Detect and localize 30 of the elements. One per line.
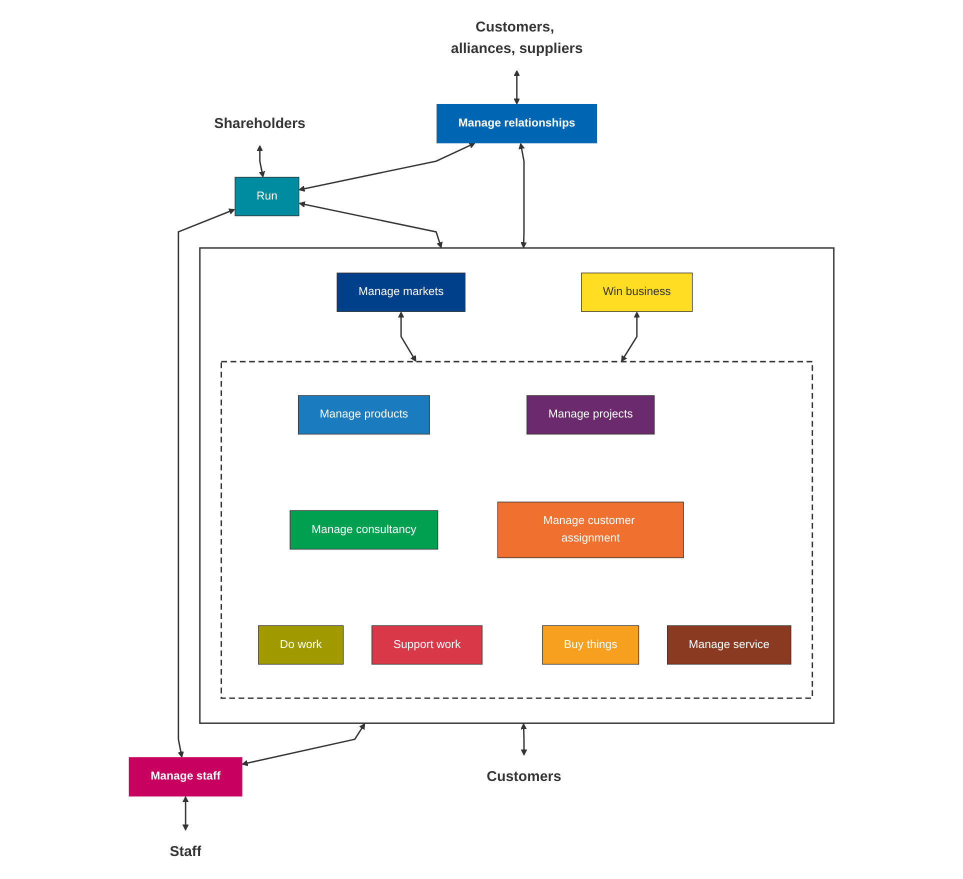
node-text: Customers, alliances, suppliers	[450, 19, 583, 56]
node-box: Win business	[581, 272, 693, 312]
arrow	[298, 142, 476, 192]
arrow	[518, 142, 527, 248]
node-box: Support work	[372, 625, 482, 665]
arrow	[242, 723, 366, 766]
arrow	[398, 312, 416, 362]
arrow	[182, 796, 189, 831]
arrow	[256, 145, 266, 178]
node-box: Manage customer assignment	[497, 502, 684, 558]
node-box: Buy things	[542, 625, 640, 665]
cluster	[199, 247, 835, 724]
arrow	[520, 723, 528, 756]
arrow	[178, 208, 236, 758]
node-box: Manage markets	[336, 272, 466, 312]
node-box: Manage service	[666, 625, 792, 665]
node-box: Manage staff	[128, 757, 242, 796]
arrow	[621, 312, 640, 362]
node-text: Shareholders	[214, 116, 306, 132]
node-box: Manage products	[298, 395, 430, 434]
node-text: Staff	[170, 844, 202, 860]
node-text: Customers	[486, 768, 562, 785]
arrow	[298, 201, 443, 248]
cluster	[220, 360, 814, 699]
node-box: Manage relationships	[436, 104, 598, 144]
arrow	[514, 70, 520, 105]
node-box: Manage projects	[526, 395, 655, 434]
node-box: Do work	[258, 625, 344, 665]
node-box: Manage consultancy	[290, 510, 438, 550]
node-box: Run	[234, 176, 300, 216]
